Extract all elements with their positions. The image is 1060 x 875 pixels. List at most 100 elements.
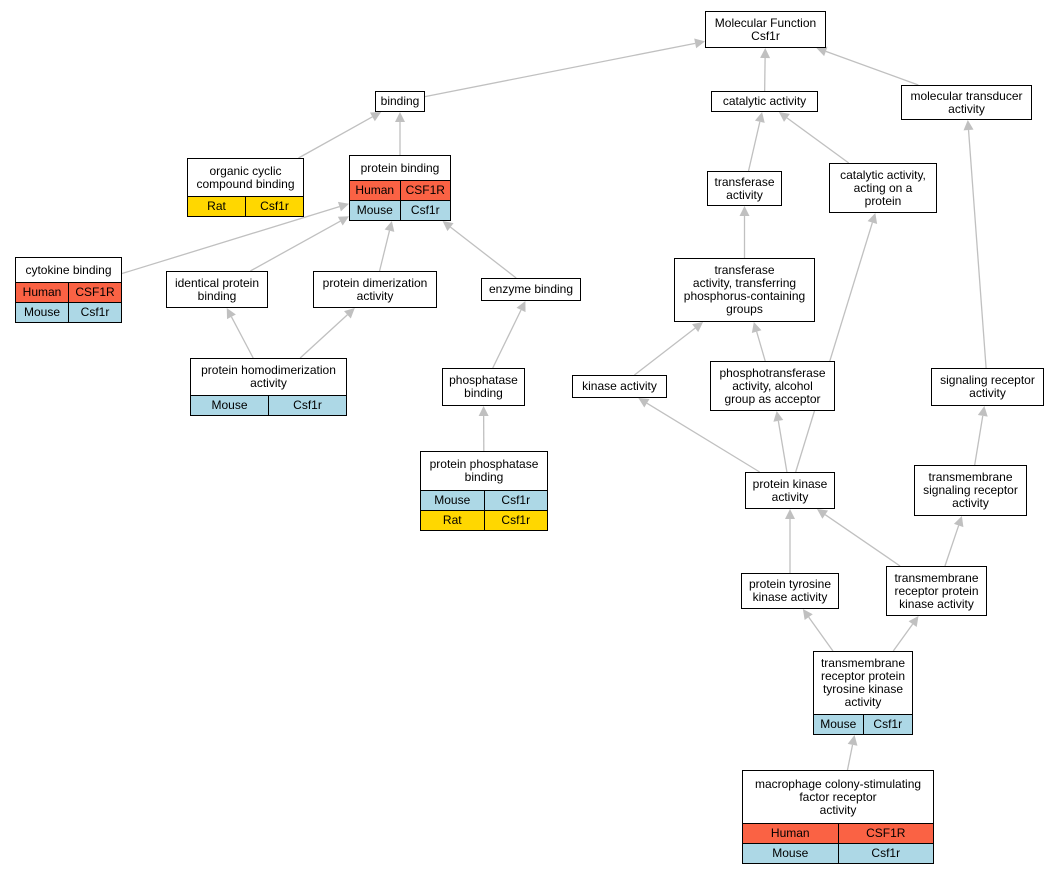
node-catalytic-activity[interactable]: catalytic activity [711, 91, 818, 112]
node-transmembrane-receptor-protein-tyrosine-kinase[interactable]: transmembrane receptor protein tyrosine … [813, 651, 913, 735]
node-label: organic cyclic compound binding [196, 163, 295, 191]
edge-arrowhead-phosphotrans-to-transphos [751, 322, 762, 333]
gene-name: Csf1r [862, 715, 913, 734]
node-label: transmembrane receptor protein kinase ac… [894, 570, 979, 611]
node-binding[interactable]: binding [375, 91, 425, 112]
node-label: molecular transducer activity [910, 88, 1023, 116]
gene-name: CSF1R [837, 824, 934, 843]
edge-homodimer-to-identical [230, 316, 254, 359]
node-label: Molecular Function Csf1r [714, 15, 817, 43]
edge-arrowhead-protkinase-to-catprot [867, 213, 878, 225]
node-protein-dimerization-activity[interactable]: protein dimerization activity [313, 271, 437, 308]
edge-tmrptk-to-tmrpk [892, 623, 914, 652]
edge-arrowhead-transferase-to-catalytic [754, 112, 765, 123]
node-protein-homodimerization-activity[interactable]: protein homodimerization activity Mouse … [190, 358, 347, 416]
edge-arrowhead-cytokine-to-protbind [337, 201, 349, 212]
edge-tmrpk-to-protkinase [824, 514, 901, 567]
node-enzyme-binding[interactable]: enzyme binding [481, 278, 581, 301]
edge-tmsig-to-sigrec [974, 415, 984, 466]
node-kinase-activity[interactable]: kinase activity [572, 375, 667, 398]
edge-protkinase-to-catprot [795, 222, 873, 473]
edge-tmrpk-to-tmsig [944, 525, 960, 567]
node-label: macrophage colony-stimulating factor rec… [754, 776, 922, 817]
gene-name: Csf1r [837, 844, 934, 863]
species-name: Mouse [772, 846, 809, 860]
node-molecular-function[interactable]: Molecular Function Csf1r [705, 11, 826, 48]
edge-homodimer-to-dimer [299, 314, 348, 359]
node-protein-tyrosine-kinase-activity[interactable]: protein tyrosine kinase activity [741, 573, 839, 609]
edge-arrowhead-tmsig-to-sigrec [977, 406, 988, 417]
edge-arrowhead-ptk-to-protkinase [785, 509, 795, 519]
gene-name: CSF1R [68, 283, 121, 302]
node-phosphatase-binding[interactable]: phosphatase binding [442, 368, 525, 406]
node-label: transferase activity [714, 174, 775, 202]
species-row-human: Human CSF1R [16, 282, 121, 302]
edge-arrowhead-tmrpk-to-protkinase [816, 509, 829, 519]
node-phosphotransferase-alcohol-acceptor[interactable]: phosphotransferase activity, alcohol gro… [710, 361, 835, 411]
node-protein-kinase-activity[interactable]: protein kinase activity [745, 472, 835, 509]
species-name: Mouse [820, 717, 857, 731]
species-name: Rat [207, 199, 226, 213]
node-label: signaling receptor activity [940, 373, 1035, 400]
node-catalytic-activity-acting-on-protein[interactable]: catalytic activity, acting on a protein [829, 163, 937, 213]
node-label: transmembrane receptor protein tyrosine … [820, 656, 906, 709]
edge-phosbind-to-enzyme [492, 309, 522, 369]
node-organic-cyclic-compound-binding[interactable]: organic cyclic compound binding Rat Csf1… [187, 158, 304, 217]
species-name: Human [355, 183, 395, 197]
edge-arrowhead-tmrpk-to-tmsig [953, 516, 964, 528]
node-identical-protein-binding[interactable]: identical protein binding [166, 271, 268, 308]
edge-enzyme-to-protbind [450, 226, 517, 279]
node-label: catalytic activity, acting on a protein [840, 167, 926, 208]
species-row-mouse: Mouse Csf1r [16, 302, 121, 322]
node-transmembrane-signaling-receptor-activity[interactable]: transmembrane signaling receptor activit… [914, 465, 1027, 516]
edge-identical-to-protbind [250, 220, 341, 272]
edge-arrowhead-homodimer-to-dimer [344, 308, 355, 319]
species-row-mouse: Mouse Csf1r [191, 395, 346, 415]
species-row-mouse: Mouse Csf1r [814, 714, 912, 734]
node-transmembrane-receptor-protein-kinase[interactable]: transmembrane receptor protein kinase ac… [886, 566, 987, 616]
node-protein-binding[interactable]: protein binding Human CSF1R Mouse Csf1r [349, 155, 451, 221]
species-row-mouse: Mouse Csf1r [743, 843, 933, 863]
gene-name: Csf1r [483, 491, 548, 510]
edge-dimer-to-protbind [378, 230, 391, 272]
node-label: catalytic activity [722, 94, 807, 108]
edge-sigrec-to-moltrans [967, 129, 987, 369]
species-row-human: Human CSF1R [743, 823, 933, 843]
node-cytokine-binding[interactable]: cytokine binding Human CSF1R Mouse Csf1r [15, 257, 122, 323]
species-row-human: Human CSF1R [350, 180, 450, 200]
species-name: Human [770, 826, 810, 840]
edge-arrowhead-protbind-to-binding [395, 112, 405, 122]
edge-arrowhead-moltrans-to-mf [816, 46, 828, 57]
edge-arrowhead-protkinase-to-phosphotrans [773, 411, 784, 422]
edge-moltrans-to-mf [825, 50, 919, 86]
node-label: protein binding [360, 160, 440, 175]
gene-name: Csf1r [399, 201, 451, 220]
node-protein-phosphatase-binding[interactable]: protein phosphatase binding Mouse Csf1r … [420, 451, 548, 531]
edge-binding-to-mf [424, 42, 696, 98]
node-transferase-phosphorus-groups[interactable]: transferase activity, transferring phosp… [674, 258, 815, 322]
edge-arrowhead-catprot-to-catalytic [778, 112, 790, 122]
node-label: kinase activity [582, 379, 657, 393]
edge-arrowhead-phosbind-to-enzyme [516, 301, 526, 313]
edge-arrowhead-sigrec-to-moltrans [963, 120, 974, 131]
edge-arrowhead-binding-to-mf [694, 38, 705, 49]
node-signaling-receptor-activity[interactable]: signaling receptor activity [931, 368, 1044, 406]
edge-arrowhead-homodimer-to-identical [226, 308, 236, 320]
node-label: phosphotransferase activity, alcohol gro… [719, 365, 826, 406]
species-row-mouse: Mouse Csf1r [421, 490, 547, 510]
edge-orgcyclic-to-binding [298, 116, 373, 159]
node-transferase-activity[interactable]: transferase activity [707, 171, 782, 206]
edge-arrowhead-catalytic-to-mf [760, 48, 771, 59]
edge-arrowhead-identical-to-protbind [337, 216, 349, 226]
edge-protkinase-to-phosphotrans [777, 420, 788, 473]
edge-cytokine-to-protbind [121, 206, 340, 275]
edge-arrowhead-kinase-to-transphos [692, 322, 704, 333]
node-molecular-transducer-activity[interactable]: molecular transducer activity [901, 85, 1032, 120]
edge-arrowhead-orgcyclic-to-binding [369, 112, 382, 122]
edge-arrowhead-dimer-to-protbind [384, 221, 395, 232]
edge-arrowhead-enzyme-to-protbind [442, 221, 454, 232]
species-name: Mouse [211, 398, 248, 412]
node-label: protein tyrosine kinase activity [748, 577, 832, 604]
node-macrophage-colony-stimulating-factor-receptor[interactable]: macrophage colony-stimulating factor rec… [742, 770, 934, 864]
node-label: protein kinase activity [752, 476, 828, 504]
